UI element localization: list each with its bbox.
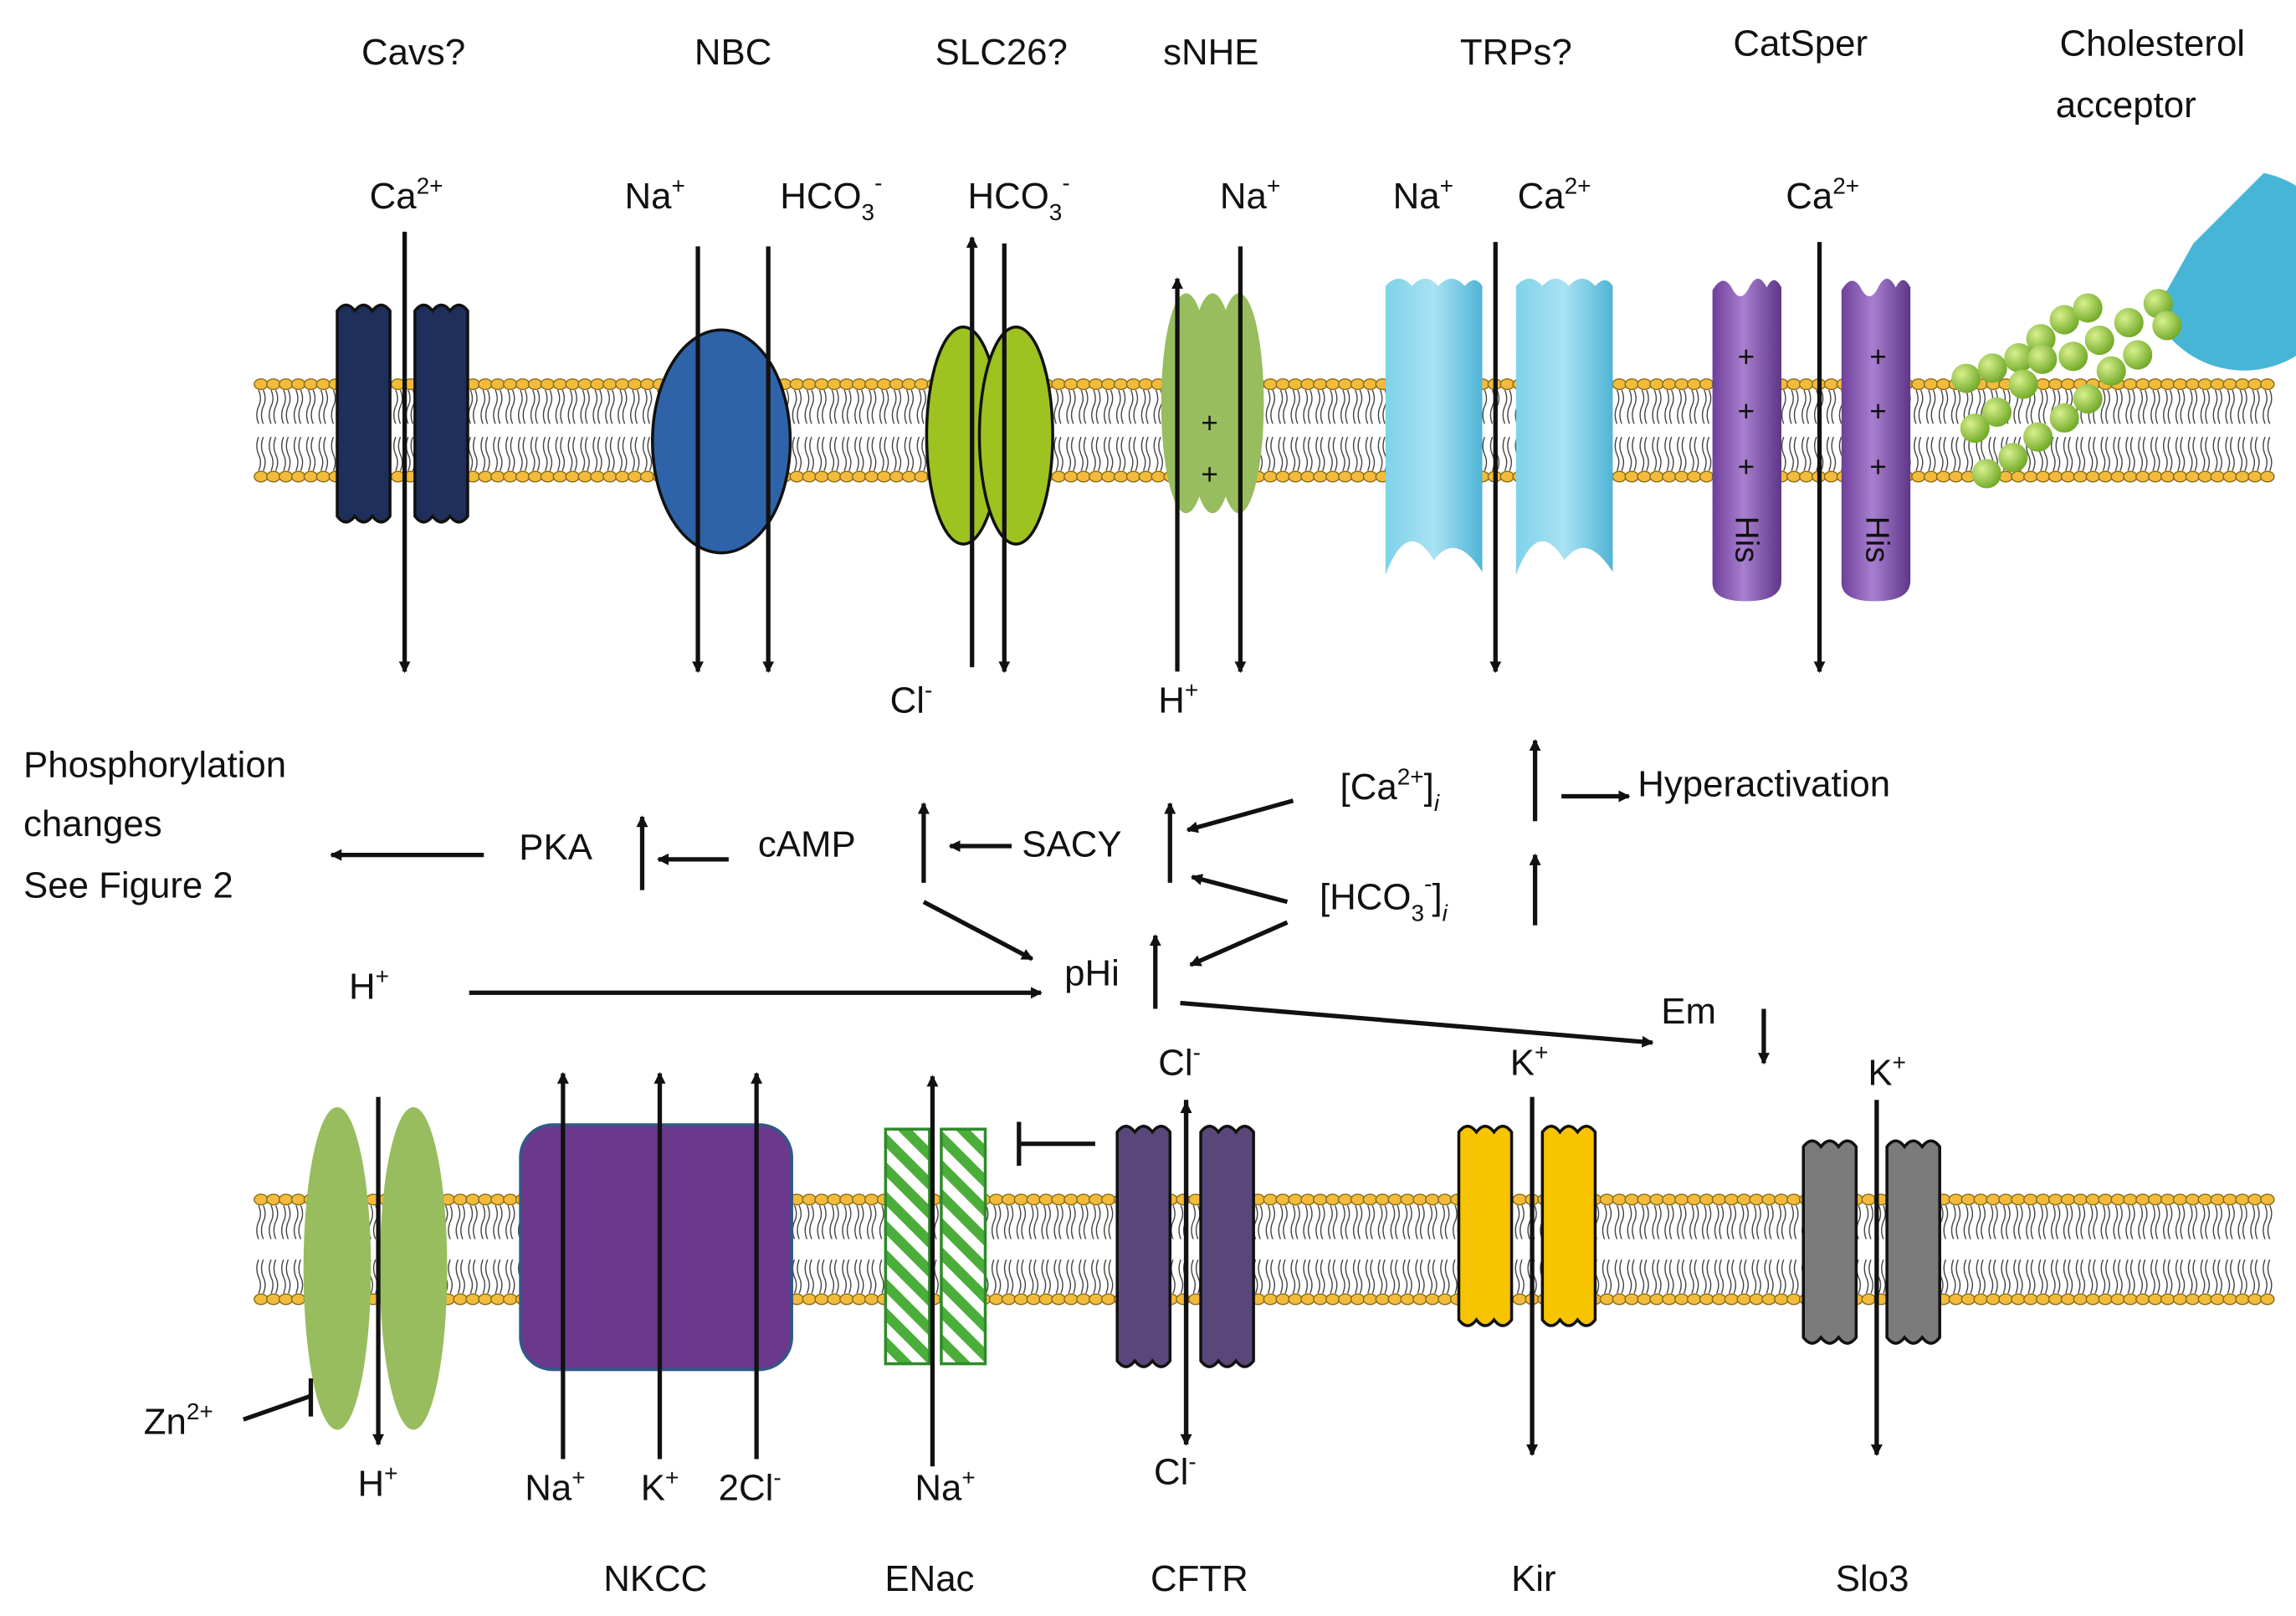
label-enac: ENac	[884, 1558, 974, 1599]
label-em: Em	[1661, 991, 1716, 1032]
his-label-right: His	[1859, 516, 1895, 563]
ion-nkcc-k: K+	[641, 1465, 679, 1509]
snhe-charge-2: +	[1201, 458, 1217, 490]
ion-zn: Zn2+	[144, 1398, 213, 1443]
ion-enac-na: Na+	[915, 1465, 975, 1509]
nkcc-transporter	[519, 1123, 793, 1372]
phospho-line-3: See Figure 2	[23, 864, 233, 905]
cavs-channel	[336, 303, 469, 524]
label-kir: Kir	[1511, 1558, 1556, 1599]
label-slo3: Slo3	[1836, 1558, 1909, 1599]
ion-nbc-na: Na+	[624, 172, 684, 217]
hv1-channel	[303, 1106, 448, 1430]
cholesterol-beads	[1951, 289, 2182, 489]
label-cftr: CFTR	[1151, 1558, 1248, 1599]
svg-text:+: +	[1869, 450, 1886, 483]
svg-text:+: +	[1738, 450, 1755, 483]
hco3-to-phi-arrow	[1189, 920, 1289, 967]
label-ca-i: [Ca2+]i	[1340, 763, 1440, 816]
slo3-channel	[1801, 1139, 1941, 1345]
svg-text:+: +	[1738, 395, 1755, 428]
phospho-line-1: Phosphorylation	[23, 745, 286, 786]
ion-cftr-cl-top: Cl-	[1158, 1039, 1201, 1084]
label-cholesterol-1: Cholesterol	[2060, 23, 2246, 64]
catsper-charges-right: + + +	[1869, 341, 1886, 483]
phospho-line-2: changes	[23, 803, 162, 844]
ion-kir-k: K+	[1510, 1039, 1549, 1084]
ion-snhe-h: H+	[1158, 677, 1198, 721]
ion-trp-na: Na+	[1393, 172, 1453, 217]
label-hyperactivation: Hyperactivation	[1637, 763, 1890, 804]
nbc-transporter	[650, 328, 792, 555]
trp-channel	[1385, 278, 1613, 575]
ion-snhe-na: Na+	[1220, 172, 1280, 217]
ion-slo3-k: K+	[1868, 1049, 1906, 1094]
camp-to-phi-arrow	[922, 900, 1034, 962]
hco3-to-sacy-arrow	[1190, 874, 1289, 905]
zn-inhibit-line	[243, 1393, 312, 1422]
label-snhe: sNHE	[1163, 32, 1258, 73]
ion-slc-cl: Cl-	[890, 677, 933, 721]
svg-text:+: +	[1869, 395, 1886, 428]
svg-text:+: +	[1738, 341, 1755, 373]
label-hco3-i: [HCO3-]i	[1320, 870, 1448, 926]
ion-nkcc-cl: 2Cl-	[719, 1465, 782, 1509]
label-nbc: NBC	[694, 32, 771, 73]
label-camp: cAMP	[758, 823, 856, 864]
ion-slc-hco3: HCO3-	[967, 170, 1069, 225]
label-nkcc: NKCC	[603, 1558, 707, 1599]
ca-to-sacy-arrow	[1186, 798, 1294, 834]
label-cholesterol-2: acceptor	[2056, 85, 2196, 126]
label-h-middle: H+	[349, 963, 389, 1008]
phi-to-em-arrow	[1180, 1000, 1654, 1048]
label-phi: pHi	[1064, 953, 1120, 994]
enac-channel-left	[884, 1127, 931, 1366]
catsper-charges-left: + + +	[1738, 341, 1755, 483]
label-slc26: SLC26?	[935, 32, 1068, 73]
ion-catsper-ca: Ca2+	[1786, 172, 1859, 217]
cholesterol-acceptor-icon	[2149, 172, 2296, 371]
label-trps: TRPs?	[1460, 32, 1572, 73]
ion-nbc-hco3: HCO3-	[780, 170, 882, 225]
ion-hv-h: H+	[358, 1460, 398, 1505]
ion-cavs-ca: Ca2+	[370, 172, 443, 217]
enac-channel-right	[940, 1127, 987, 1366]
cftr-channel	[1115, 1125, 1255, 1368]
label-catsper: CatSper	[1733, 23, 1868, 64]
ion-cftr-cl-bottom: Cl-	[1154, 1449, 1197, 1493]
ion-nkcc-na: Na+	[525, 1465, 585, 1509]
catsper-channel	[1712, 278, 1911, 602]
kir-channel	[1457, 1125, 1597, 1327]
label-cavs: Cavs?	[361, 32, 465, 73]
label-pka: PKA	[519, 827, 592, 868]
snhe-charge-1: +	[1201, 407, 1217, 439]
slc26-transporter	[925, 326, 1054, 546]
ion-trp-ca: Ca2+	[1518, 172, 1591, 217]
his-label-left: His	[1729, 516, 1765, 563]
svg-text:+: +	[1869, 341, 1886, 373]
label-sacy: SACY	[1022, 823, 1121, 864]
